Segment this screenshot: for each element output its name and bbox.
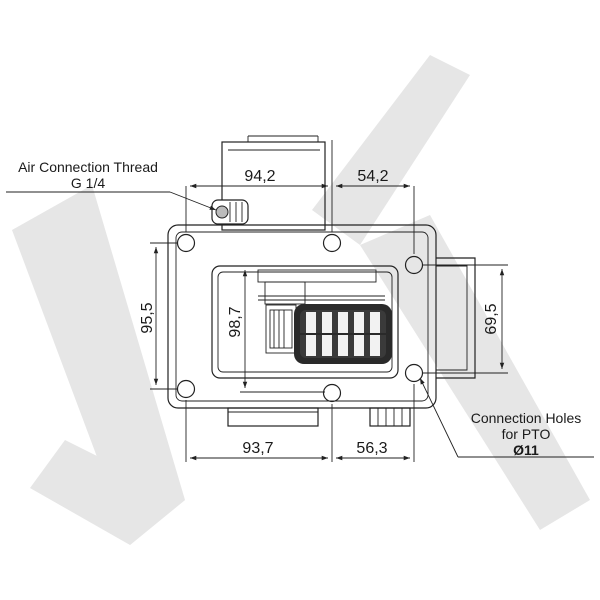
pto-holes-diameter: Ø11 [513,442,539,458]
dim-bottom-right-label: 56,3 [356,440,387,457]
dim-top-left: 94,2 [185,140,333,232]
dim-right-height-label: 69,5 [483,303,500,334]
dim-bottom-left: 93,7 [185,400,333,462]
dim-right-height: 69,5 [422,264,508,374]
dim-bottom-right: 56,3 [336,384,415,462]
mounting-plate [167,224,476,409]
gear-icon [294,304,392,364]
air-connection-thread: G 1/4 [71,175,105,191]
air-connection-callout: Air Connection Thread G 1/4 [6,159,217,211]
dim-left-height-label: 95,5 [139,302,156,333]
dim-inner-height-label: 98,7 [227,306,244,337]
dim-top-right-label: 54,2 [357,168,388,185]
dim-bottom-left-label: 93,7 [242,440,273,457]
pto-holes-label: Connection Holes [471,410,582,426]
air-fitting-icon [211,199,249,225]
bottom-flange [227,407,411,427]
pto-holes-label-2: for PTO [502,426,551,442]
pto-holes-callout: Connection Holes for PTO Ø11 [419,377,594,458]
dim-top-right: 54,2 [336,168,415,254]
dim-inner-height: 98,7 [227,265,325,393]
air-connection-label: Air Connection Thread [18,159,158,175]
dim-top-left-label: 94,2 [244,168,275,185]
dim-left-height: 95,5 [139,242,178,390]
